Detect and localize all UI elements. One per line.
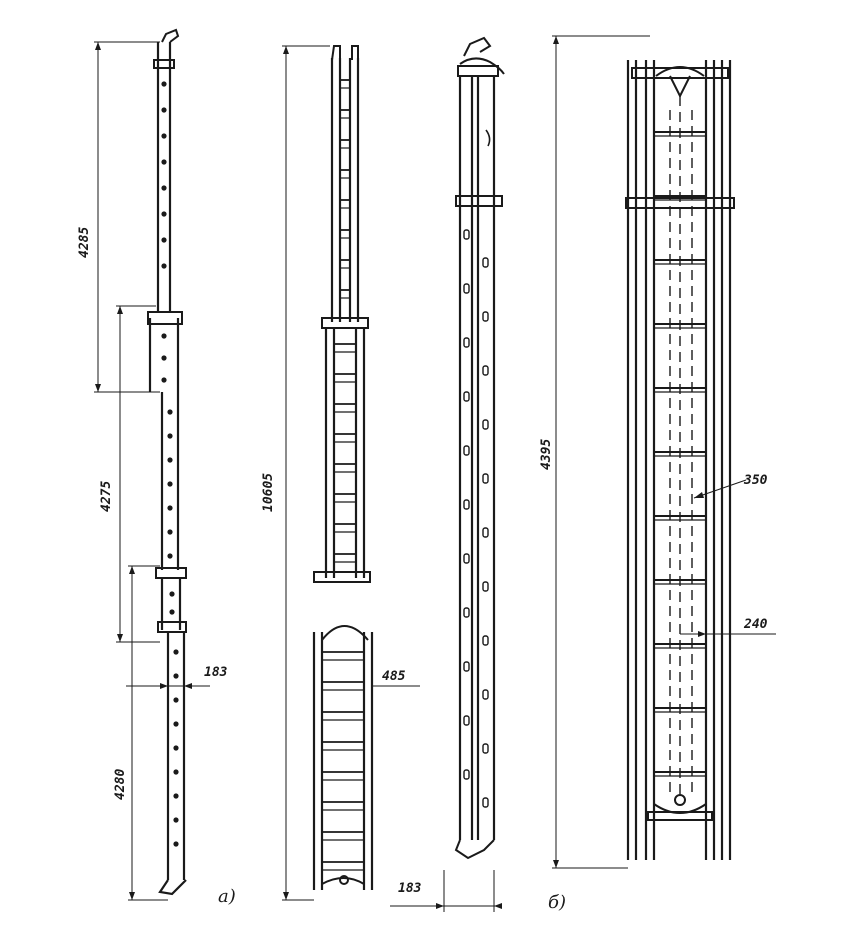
- lower-rungs: [322, 651, 364, 871]
- rung-hole: [167, 481, 173, 487]
- rung-holes: [463, 229, 489, 808]
- rung-hole: [173, 841, 179, 847]
- rung-hole: [167, 409, 173, 415]
- rung-hole: [173, 745, 179, 751]
- rung-hole: [173, 649, 179, 655]
- rung-hole: [173, 673, 179, 679]
- rung-hole: [463, 499, 470, 510]
- dim-ladder-width: 485: [382, 669, 406, 684]
- frame-ladder: 4395 350 240 б): [539, 35, 776, 913]
- caption-view-b: б): [548, 892, 566, 913]
- rung-hole: [161, 185, 167, 191]
- rung-hole: [161, 237, 167, 243]
- rung-hole: [161, 333, 167, 339]
- side-view-ladder: [147, 28, 187, 896]
- rung-hole: [463, 769, 470, 780]
- rung-hole: [482, 689, 489, 700]
- rung-hole: [173, 697, 179, 703]
- rung-hole: [173, 793, 179, 799]
- rung-hole: [167, 433, 173, 439]
- rung-hole: [482, 473, 489, 484]
- rung-hole: [161, 211, 167, 217]
- rung-hole: [167, 505, 173, 511]
- dim-rail-width-left: 183: [204, 665, 228, 680]
- rung-hole: [161, 377, 167, 383]
- caption-view-a: а): [218, 886, 236, 907]
- rung-hole: [173, 721, 179, 727]
- rung-hole: [482, 797, 489, 808]
- frame-rungs: [654, 131, 706, 777]
- rung-hole: [167, 529, 173, 535]
- rung-hole: [463, 553, 470, 564]
- rung-hole: [463, 229, 470, 240]
- rung-hole: [173, 769, 179, 775]
- dim-total-height: 10605: [261, 473, 276, 512]
- middle-rungs: [334, 343, 356, 563]
- upper-rungs: [340, 79, 350, 299]
- rung-hole: [463, 661, 470, 672]
- rung-hole: [482, 743, 489, 754]
- rung-hole: [167, 553, 173, 559]
- rung-hole: [463, 607, 470, 618]
- rung-hole: [167, 457, 173, 463]
- rung-hole: [161, 133, 167, 139]
- dim-middle-section: 4275: [99, 481, 114, 512]
- rung-hole: [161, 159, 167, 165]
- rung-hole: [463, 445, 470, 456]
- rung-hole: [161, 107, 167, 113]
- rung-hole: [482, 527, 489, 538]
- rung-hole: [169, 591, 175, 597]
- rung-hole: [482, 419, 489, 430]
- rung-holes: [161, 81, 179, 847]
- total-height-dimension: 10605 а): [218, 45, 330, 907]
- dim-upper-section: 4285: [77, 227, 92, 258]
- rung-hole: [463, 283, 470, 294]
- dim-frame-height: 4395: [539, 439, 554, 470]
- rung-hole: [482, 311, 489, 322]
- rung-hole: [482, 257, 489, 268]
- rung-hole: [463, 337, 470, 348]
- dim-rail-width-side: 183: [398, 881, 422, 896]
- rung-hole: [169, 609, 175, 615]
- rung-hole: [161, 81, 167, 87]
- rung-hole: [161, 355, 167, 361]
- rung-hole: [173, 817, 179, 823]
- rung-hole: [463, 715, 470, 726]
- rung-hole: [482, 365, 489, 376]
- dim-rung-spacing: 350: [743, 473, 768, 488]
- rung-hole: [161, 263, 167, 269]
- folded-side-view: 183: [390, 36, 505, 912]
- dim-rung-width: 240: [743, 617, 768, 632]
- dim-lower-section: 4280: [113, 769, 128, 800]
- rung-hole: [482, 635, 489, 646]
- rung-hole: [463, 391, 470, 402]
- rung-hole: [482, 581, 489, 592]
- front-view-ladder: 485: [312, 45, 420, 890]
- left-dimensions: 4285 4275 4280 183: [77, 41, 228, 901]
